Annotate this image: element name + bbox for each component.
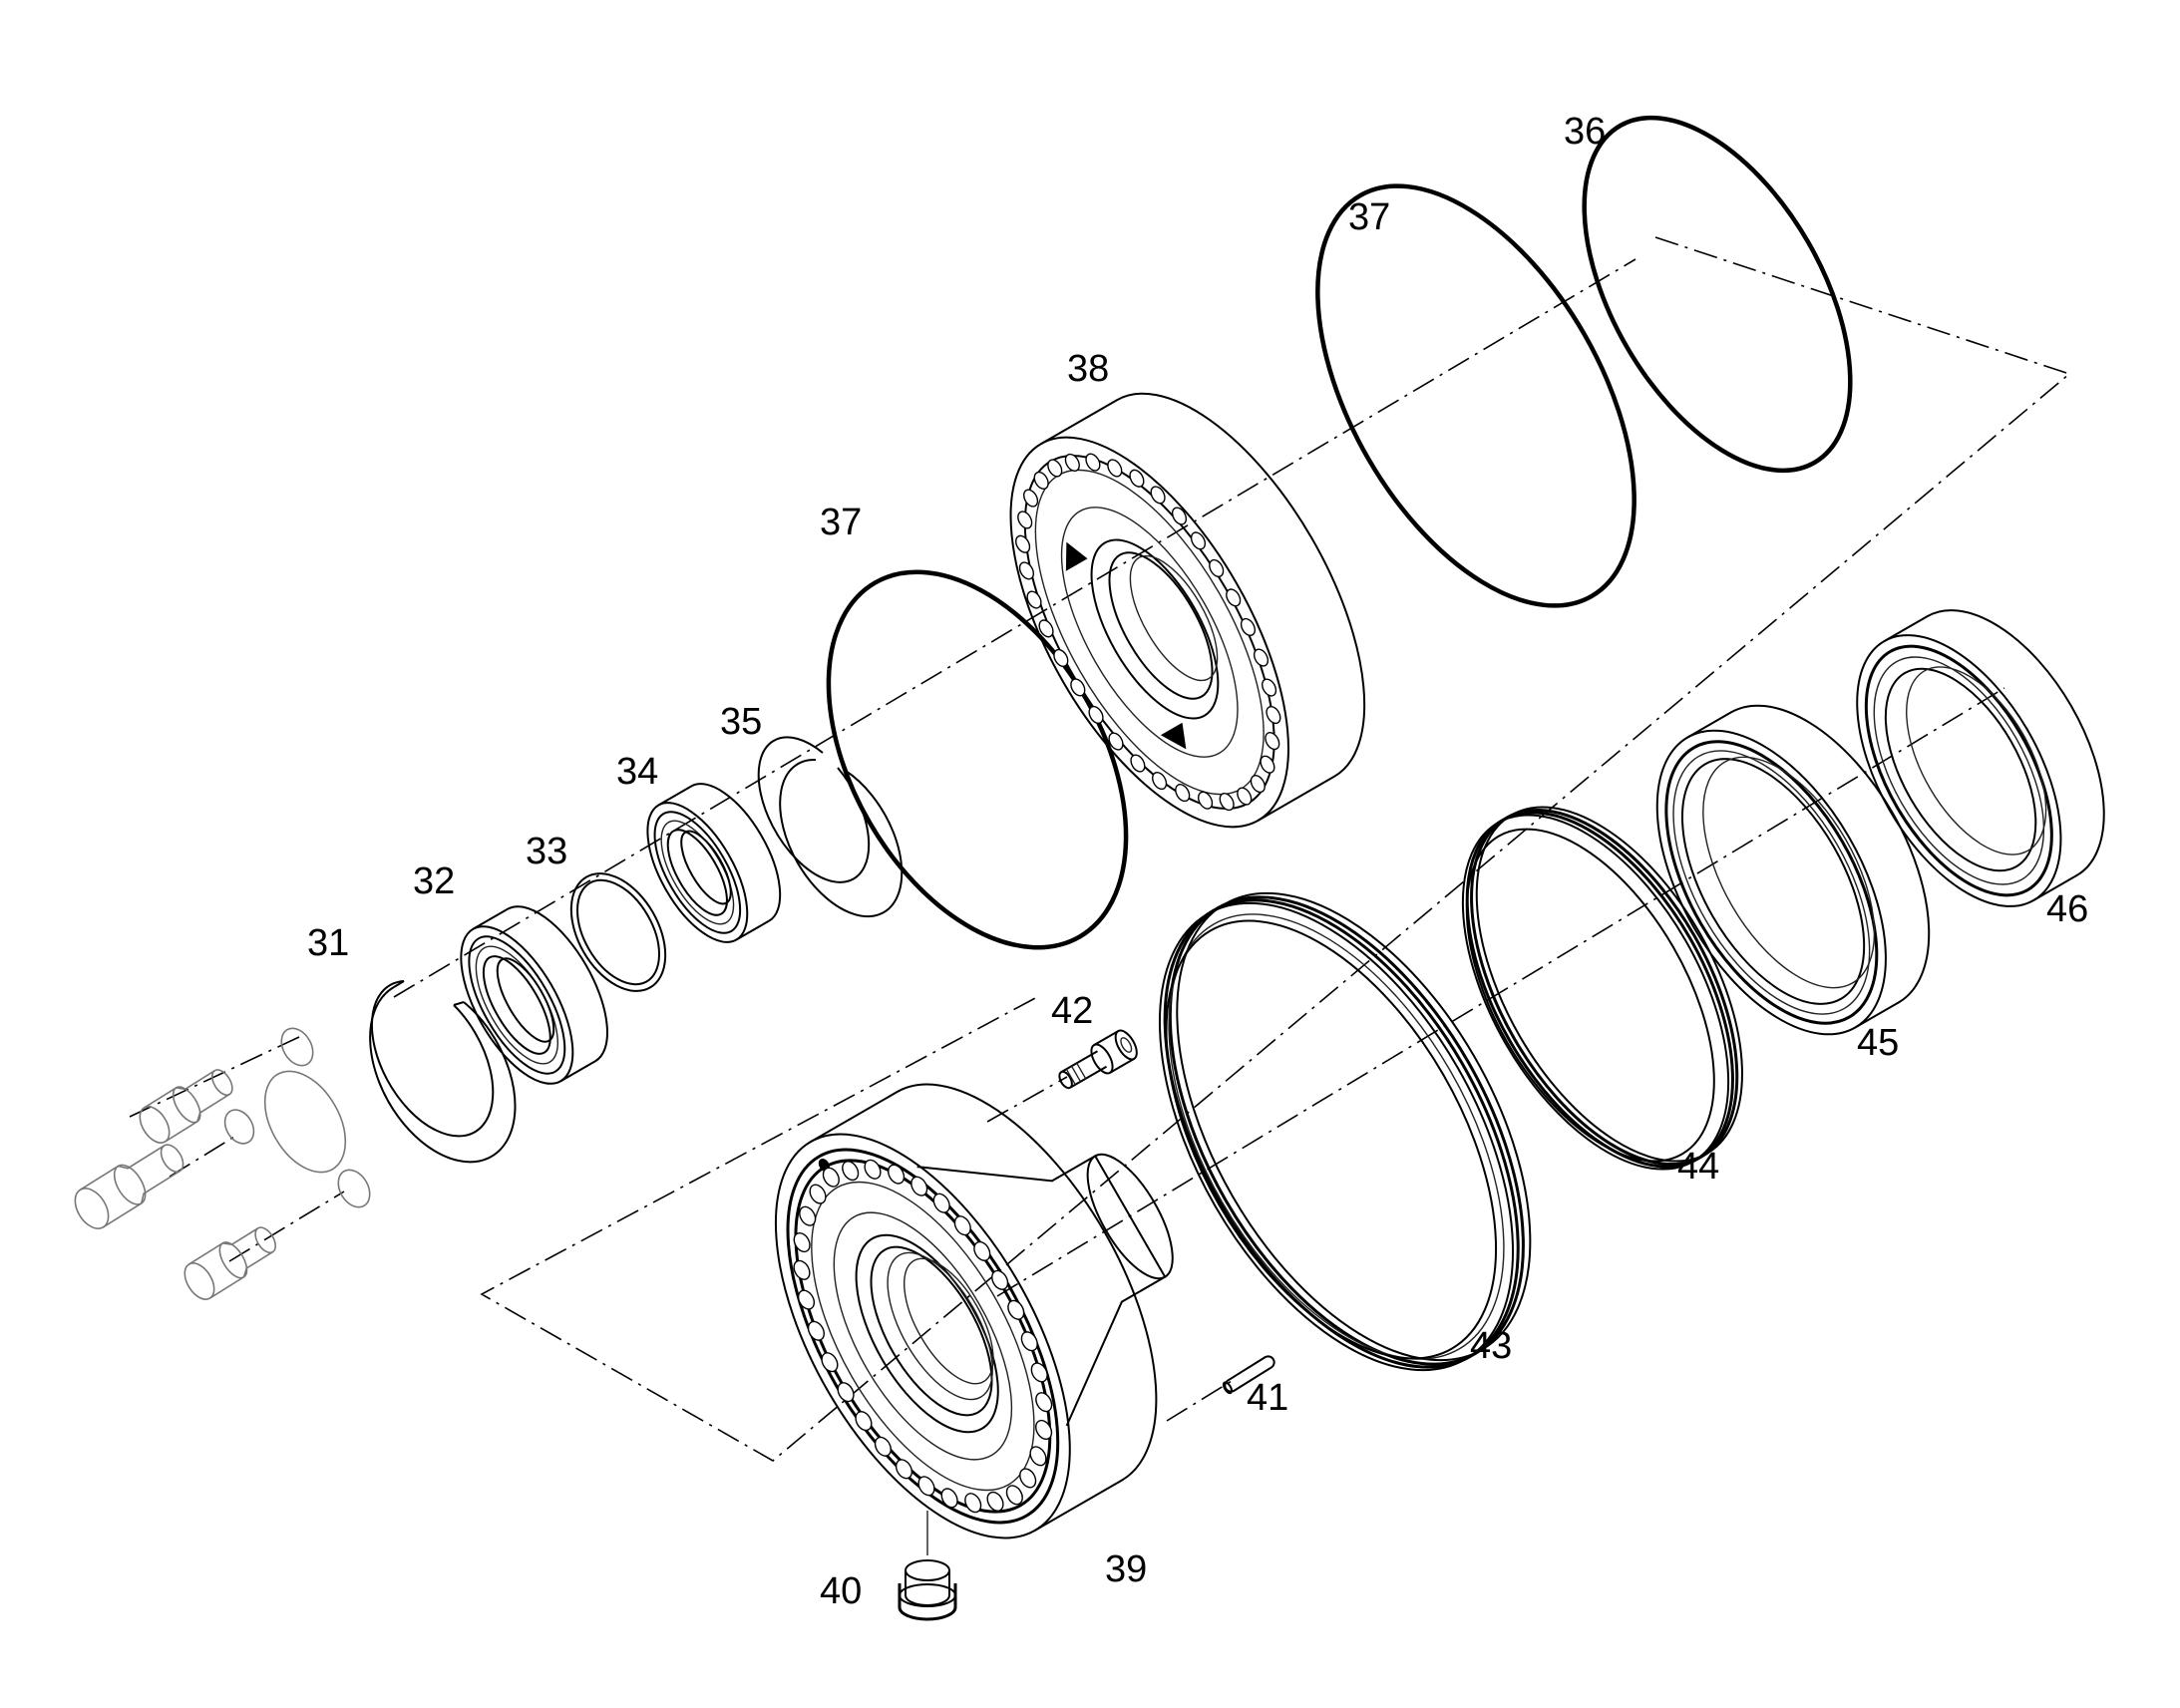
- small-retaining-ring-2: [223, 1109, 255, 1145]
- callout-38: 38: [1067, 348, 1109, 390]
- callout-32: 32: [413, 860, 455, 902]
- small-o-ring: [263, 1070, 347, 1174]
- part-40-plug: [898, 1511, 957, 1621]
- part-39-housing: [774, 1083, 1174, 1539]
- callout-labels: 31 32 33 34 35 36 37 37 38 39 40 41 42 4…: [307, 111, 2088, 1612]
- callout-43: 43: [1470, 1325, 1512, 1367]
- assembly-frame: [480, 236, 2071, 1462]
- part-38-bolt-holes: [1015, 453, 1281, 812]
- guide-pins: [74, 1027, 371, 1300]
- callout-45: 45: [1857, 1022, 1899, 1064]
- callout-41: 41: [1247, 1377, 1288, 1419]
- part-37-o-ring-rear: [1315, 183, 1636, 608]
- part-46-bearing: [1856, 609, 2105, 907]
- part-31-snap-ring: [369, 980, 517, 1164]
- part-32-bearing: [460, 905, 608, 1085]
- bolt-axis-line: [986, 1076, 1068, 1123]
- part-33-snap-ring: [569, 872, 667, 992]
- callout-37-front: 37: [820, 502, 862, 543]
- part-34-bearing: [646, 783, 782, 943]
- upper-axis-line: [393, 258, 1636, 998]
- pin-axis-line-3: [228, 1191, 345, 1262]
- callout-37-rear: 37: [1348, 196, 1390, 238]
- guide-pin-1: [139, 1069, 233, 1144]
- part-41-dowel-pin: [1222, 1355, 1275, 1395]
- pin-axis-line-1: [129, 1036, 300, 1118]
- small-retaining-ring-3: [337, 1169, 371, 1208]
- part-38-piston-housing: [1009, 392, 1366, 829]
- part-43-clutch-ring: [1158, 891, 1532, 1372]
- guide-pin-2: [74, 1144, 184, 1229]
- part-45-bearing: [1655, 704, 1931, 1036]
- part-44-clutch-ring: [1461, 806, 1743, 1171]
- callout-40: 40: [820, 1570, 862, 1612]
- part-37-o-ring-front: [826, 569, 1129, 950]
- callout-44: 44: [1677, 1146, 1719, 1188]
- part-35-snap-ring: [757, 736, 904, 918]
- guide-pin-3: [183, 1226, 277, 1300]
- callout-35: 35: [720, 701, 762, 743]
- callout-33: 33: [526, 831, 567, 872]
- part-42-cap-screw: [1058, 1029, 1138, 1090]
- callout-36: 36: [1564, 111, 1606, 153]
- callout-42: 42: [1051, 990, 1093, 1032]
- small-retaining-ring-1: [280, 1027, 314, 1067]
- dowel-axis-line: [1166, 1380, 1233, 1422]
- part-39-bolt-holes: [793, 1159, 1053, 1514]
- callout-39: 39: [1105, 1548, 1147, 1590]
- callout-31: 31: [307, 922, 349, 964]
- part-36-o-ring: [1582, 115, 1853, 474]
- lower-axis-line: [996, 687, 2005, 1297]
- callout-34: 34: [616, 751, 658, 793]
- callout-46: 46: [2046, 888, 2088, 930]
